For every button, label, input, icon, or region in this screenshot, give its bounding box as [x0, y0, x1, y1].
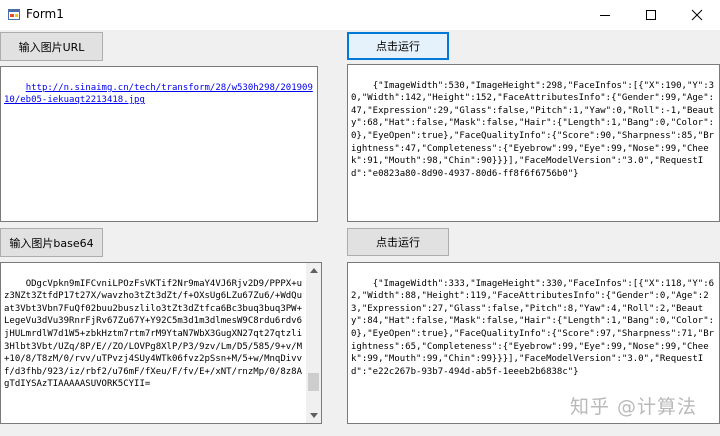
result-top-textbox[interactable]: {"ImageWidth":530,"ImageHeight":298,"Fac… — [347, 64, 720, 222]
base64-text: ODgcVpkn9mIFCvniLPOzFsVKTif2Nr9maY4VJ6Rj… — [4, 278, 303, 390]
window-title: Form1 — [26, 7, 64, 21]
base64-input-box[interactable]: ODgcVpkn9mIFCvniLPOzFsVKTif2Nr9maY4VJ6Rj… — [0, 262, 322, 424]
minimize-icon — [600, 15, 610, 16]
result-top-text: {"ImageWidth":530,"ImageHeight":298,"Fac… — [351, 80, 715, 179]
watermark: 知乎 @计算法 — [570, 396, 698, 418]
base64-scrollbar[interactable] — [306, 263, 321, 423]
maximize-icon — [646, 10, 656, 20]
run-bottom-button[interactable]: 点击运行 — [347, 228, 449, 256]
form-client-area: 输入图片URL 点击运行 http://n.sinaimg.cn/tech/tr… — [0, 30, 720, 436]
result-bottom-textbox[interactable]: {"ImageWidth":333,"ImageHeight":330,"Fac… — [347, 262, 720, 424]
chevron-down-icon — [309, 413, 318, 418]
close-icon — [691, 9, 703, 21]
result-bottom-text: {"ImageWidth":333,"ImageHeight":330,"Fac… — [351, 278, 715, 377]
title-bar: Form1 — [0, 0, 720, 30]
scroll-thumb[interactable] — [308, 373, 319, 391]
close-button[interactable] — [674, 0, 720, 30]
minimize-button[interactable] — [582, 0, 628, 30]
app-form-icon — [8, 9, 20, 20]
input-url-button[interactable]: 输入图片URL — [0, 32, 103, 61]
url-input-box[interactable]: http://n.sinaimg.cn/tech/transform/28/w5… — [0, 66, 318, 222]
input-base64-button[interactable]: 输入图片base64 — [0, 228, 103, 257]
scroll-up-arrow[interactable] — [306, 263, 321, 278]
run-top-button[interactable]: 点击运行 — [347, 32, 449, 60]
chevron-up-icon — [309, 268, 318, 273]
scroll-down-arrow[interactable] — [306, 408, 321, 423]
url-text[interactable]: http://n.sinaimg.cn/tech/transform/28/w5… — [4, 82, 313, 106]
maximize-button[interactable] — [628, 0, 674, 30]
